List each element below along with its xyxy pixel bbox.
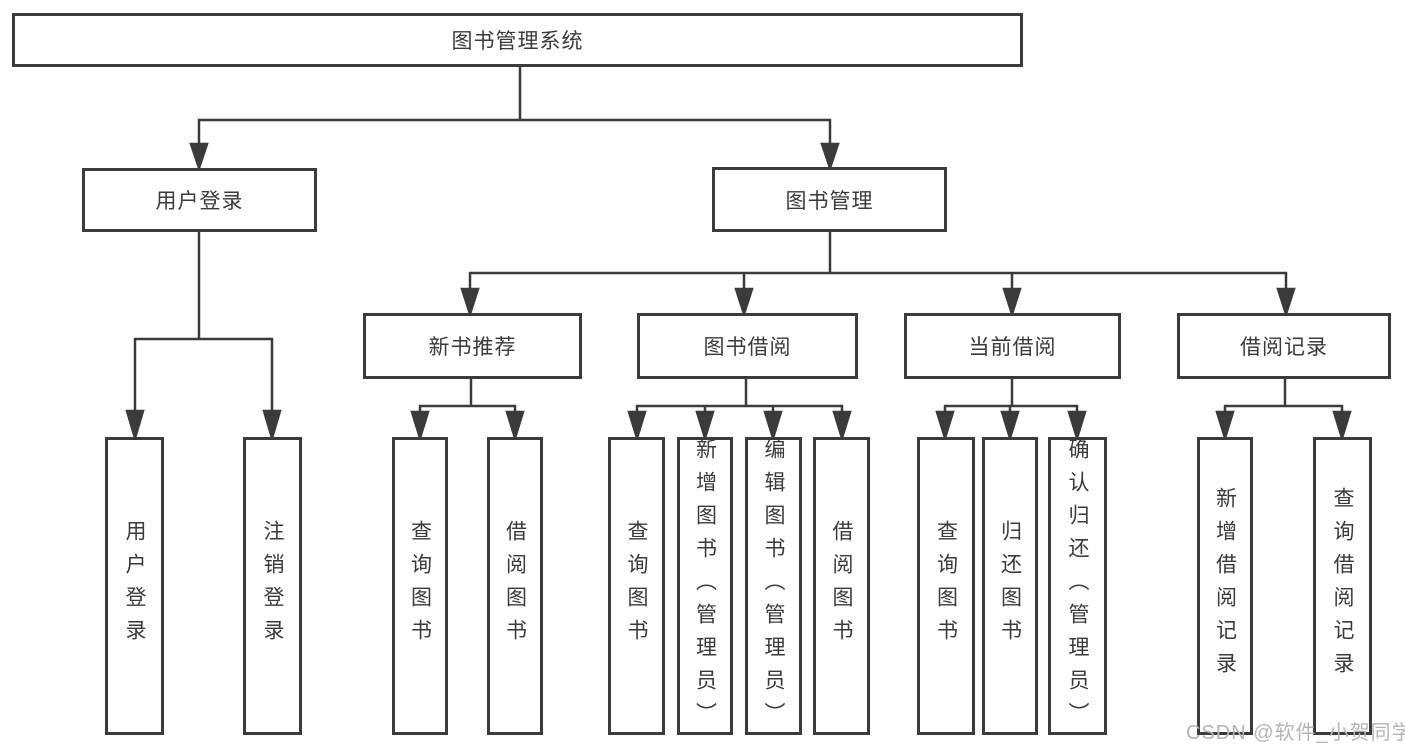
node-root-system: 图书管理系统 — [12, 13, 1023, 67]
leaf-user-login: 用户登录 — [105, 437, 164, 735]
node-book-management: 图书管理 — [712, 167, 947, 232]
node-label: 用户登录 — [155, 190, 244, 213]
node-label: 新书推荐 — [428, 336, 517, 359]
leaf-borrow-books: 借阅图书 — [813, 437, 870, 735]
leaf-edit-book-admin: 编辑图书（管理员） — [745, 437, 802, 735]
leaf-return-books: 归还图书 — [982, 437, 1038, 735]
node-book-borrow: 图书借阅 — [637, 313, 858, 379]
leaf-query-books-current: 查询图书 — [917, 437, 975, 735]
leaf-borrow-books-recommend: 借阅图书 — [487, 437, 543, 735]
node-label: 确认归还（管理员） — [1066, 437, 1089, 735]
node-borrow-records: 借阅记录 — [1177, 313, 1391, 379]
node-label: 借阅图书 — [503, 520, 527, 652]
node-label: 编辑图书（管理员） — [762, 437, 785, 735]
node-user-login: 用户登录 — [82, 168, 317, 232]
node-label: 借阅图书 — [830, 520, 853, 652]
leaf-confirm-return-admin: 确认归还（管理员） — [1048, 437, 1107, 735]
node-label: 查询图书 — [408, 520, 432, 652]
node-label: 注销登录 — [261, 520, 284, 652]
node-label: 借阅记录 — [1240, 336, 1328, 359]
node-label: 当前借阅 — [968, 336, 1057, 359]
node-label: 查询图书 — [625, 520, 648, 652]
node-label: 图书借阅 — [703, 336, 792, 359]
node-label: 查询借阅记录 — [1331, 487, 1354, 685]
node-label: 图书管理 — [785, 189, 874, 213]
leaf-query-books-borrow: 查询图书 — [608, 437, 665, 735]
node-label: 新增图书（管理员） — [693, 437, 717, 735]
connector-group — [125, 66, 1352, 443]
node-current-borrow: 当前借阅 — [904, 313, 1121, 379]
leaf-logout-login: 注销登录 — [243, 437, 302, 735]
leaf-add-borrow-record: 新增借阅记录 — [1197, 437, 1253, 735]
node-label: 新增借阅记录 — [1213, 487, 1237, 685]
leaf-query-books-recommend: 查询图书 — [392, 437, 448, 735]
watermark: CSDN @软件_小贺同学 — [1186, 722, 1405, 744]
node-label: 图书管理系统 — [451, 30, 584, 53]
leaf-add-book-admin: 新增图书（管理员） — [677, 437, 733, 735]
node-label: 用户登录 — [123, 520, 146, 652]
node-new-book-recommend: 新书推荐 — [363, 313, 582, 379]
leaf-query-borrow-record: 查询借阅记录 — [1313, 437, 1372, 735]
node-label: 查询图书 — [934, 520, 958, 652]
node-label: 归还图书 — [998, 520, 1022, 652]
